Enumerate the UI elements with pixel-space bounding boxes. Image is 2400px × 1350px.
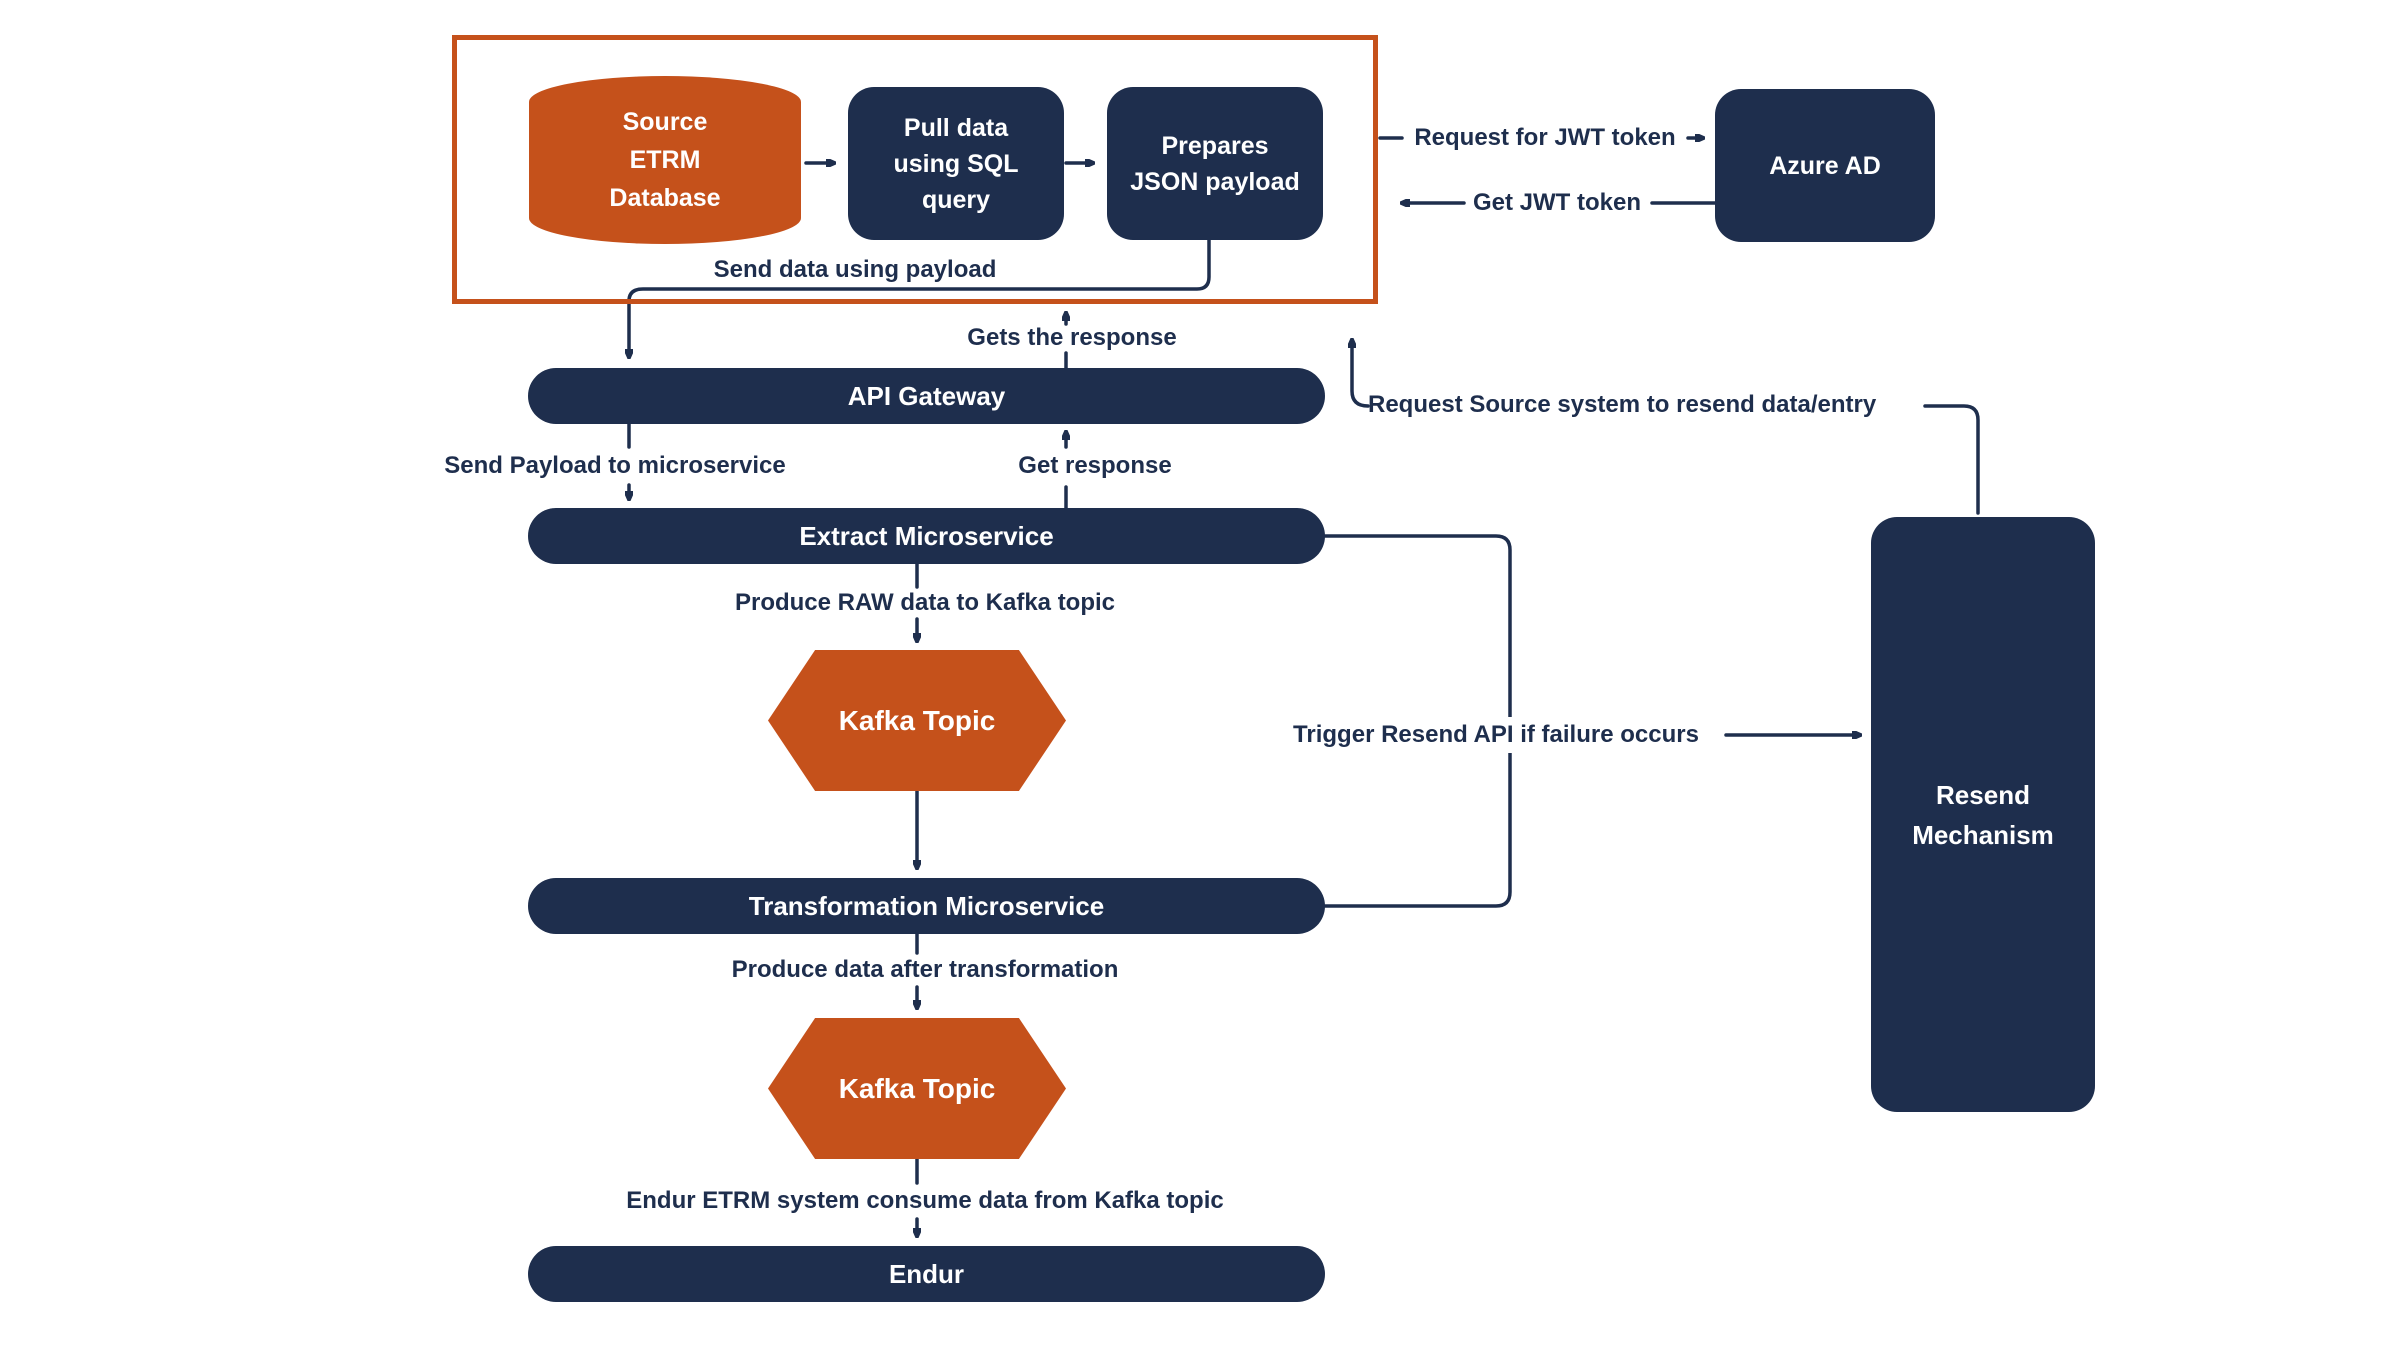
node-azure-ad: Azure AD: [1715, 89, 1935, 242]
label-send-payload: Send Payload to microservice: [444, 452, 786, 479]
database-cylinder-icon: [529, 76, 801, 244]
node-kafka-topic-1: Kafka Topic: [768, 650, 1066, 791]
node-prepares-json-payload: Prepares JSON payload: [1107, 87, 1323, 240]
edge-request-source-hook: [1352, 340, 1370, 408]
source-db-label: Source ETRM Database: [609, 108, 721, 212]
node-transformation-microservice: Transformation Microservice: [528, 878, 1325, 934]
label-gets-response: Gets the response: [967, 324, 1177, 351]
label-get-jwt: Get JWT token: [1472, 189, 1642, 216]
label-request-source: Request Source system to resend data/ent…: [1368, 391, 1877, 418]
label-get-response: Get response: [1018, 452, 1172, 479]
edge-resend-top: [1923, 404, 1980, 515]
node-endur: Endur: [528, 1246, 1325, 1302]
node-source-etrm-database: Source ETRM Database: [527, 74, 803, 246]
label-trigger-resend: Trigger Resend API if failure occurs: [1285, 717, 1707, 753]
label-produce-data: Produce data after transformation: [731, 956, 1119, 983]
node-extract-microservice: Extract Microservice: [528, 508, 1325, 564]
label-send-data: Send data using payload: [713, 256, 997, 283]
label-request-jwt: Request for JWT token: [1414, 124, 1676, 151]
label-produce-raw: Produce RAW data to Kafka topic: [734, 589, 1116, 616]
edge-prepares-to-gateway: [629, 238, 1211, 357]
label-endur-consume: Endur ETRM system consume data from Kafk…: [626, 1187, 1224, 1214]
node-resend-mechanism: Resend Mechanism: [1871, 517, 2095, 1112]
source-system-group-border: [452, 35, 1378, 304]
node-pull-data: Pull data using SQL query: [848, 87, 1064, 240]
node-api-gateway: API Gateway: [528, 368, 1325, 424]
node-kafka-topic-2: Kafka Topic: [768, 1018, 1066, 1159]
